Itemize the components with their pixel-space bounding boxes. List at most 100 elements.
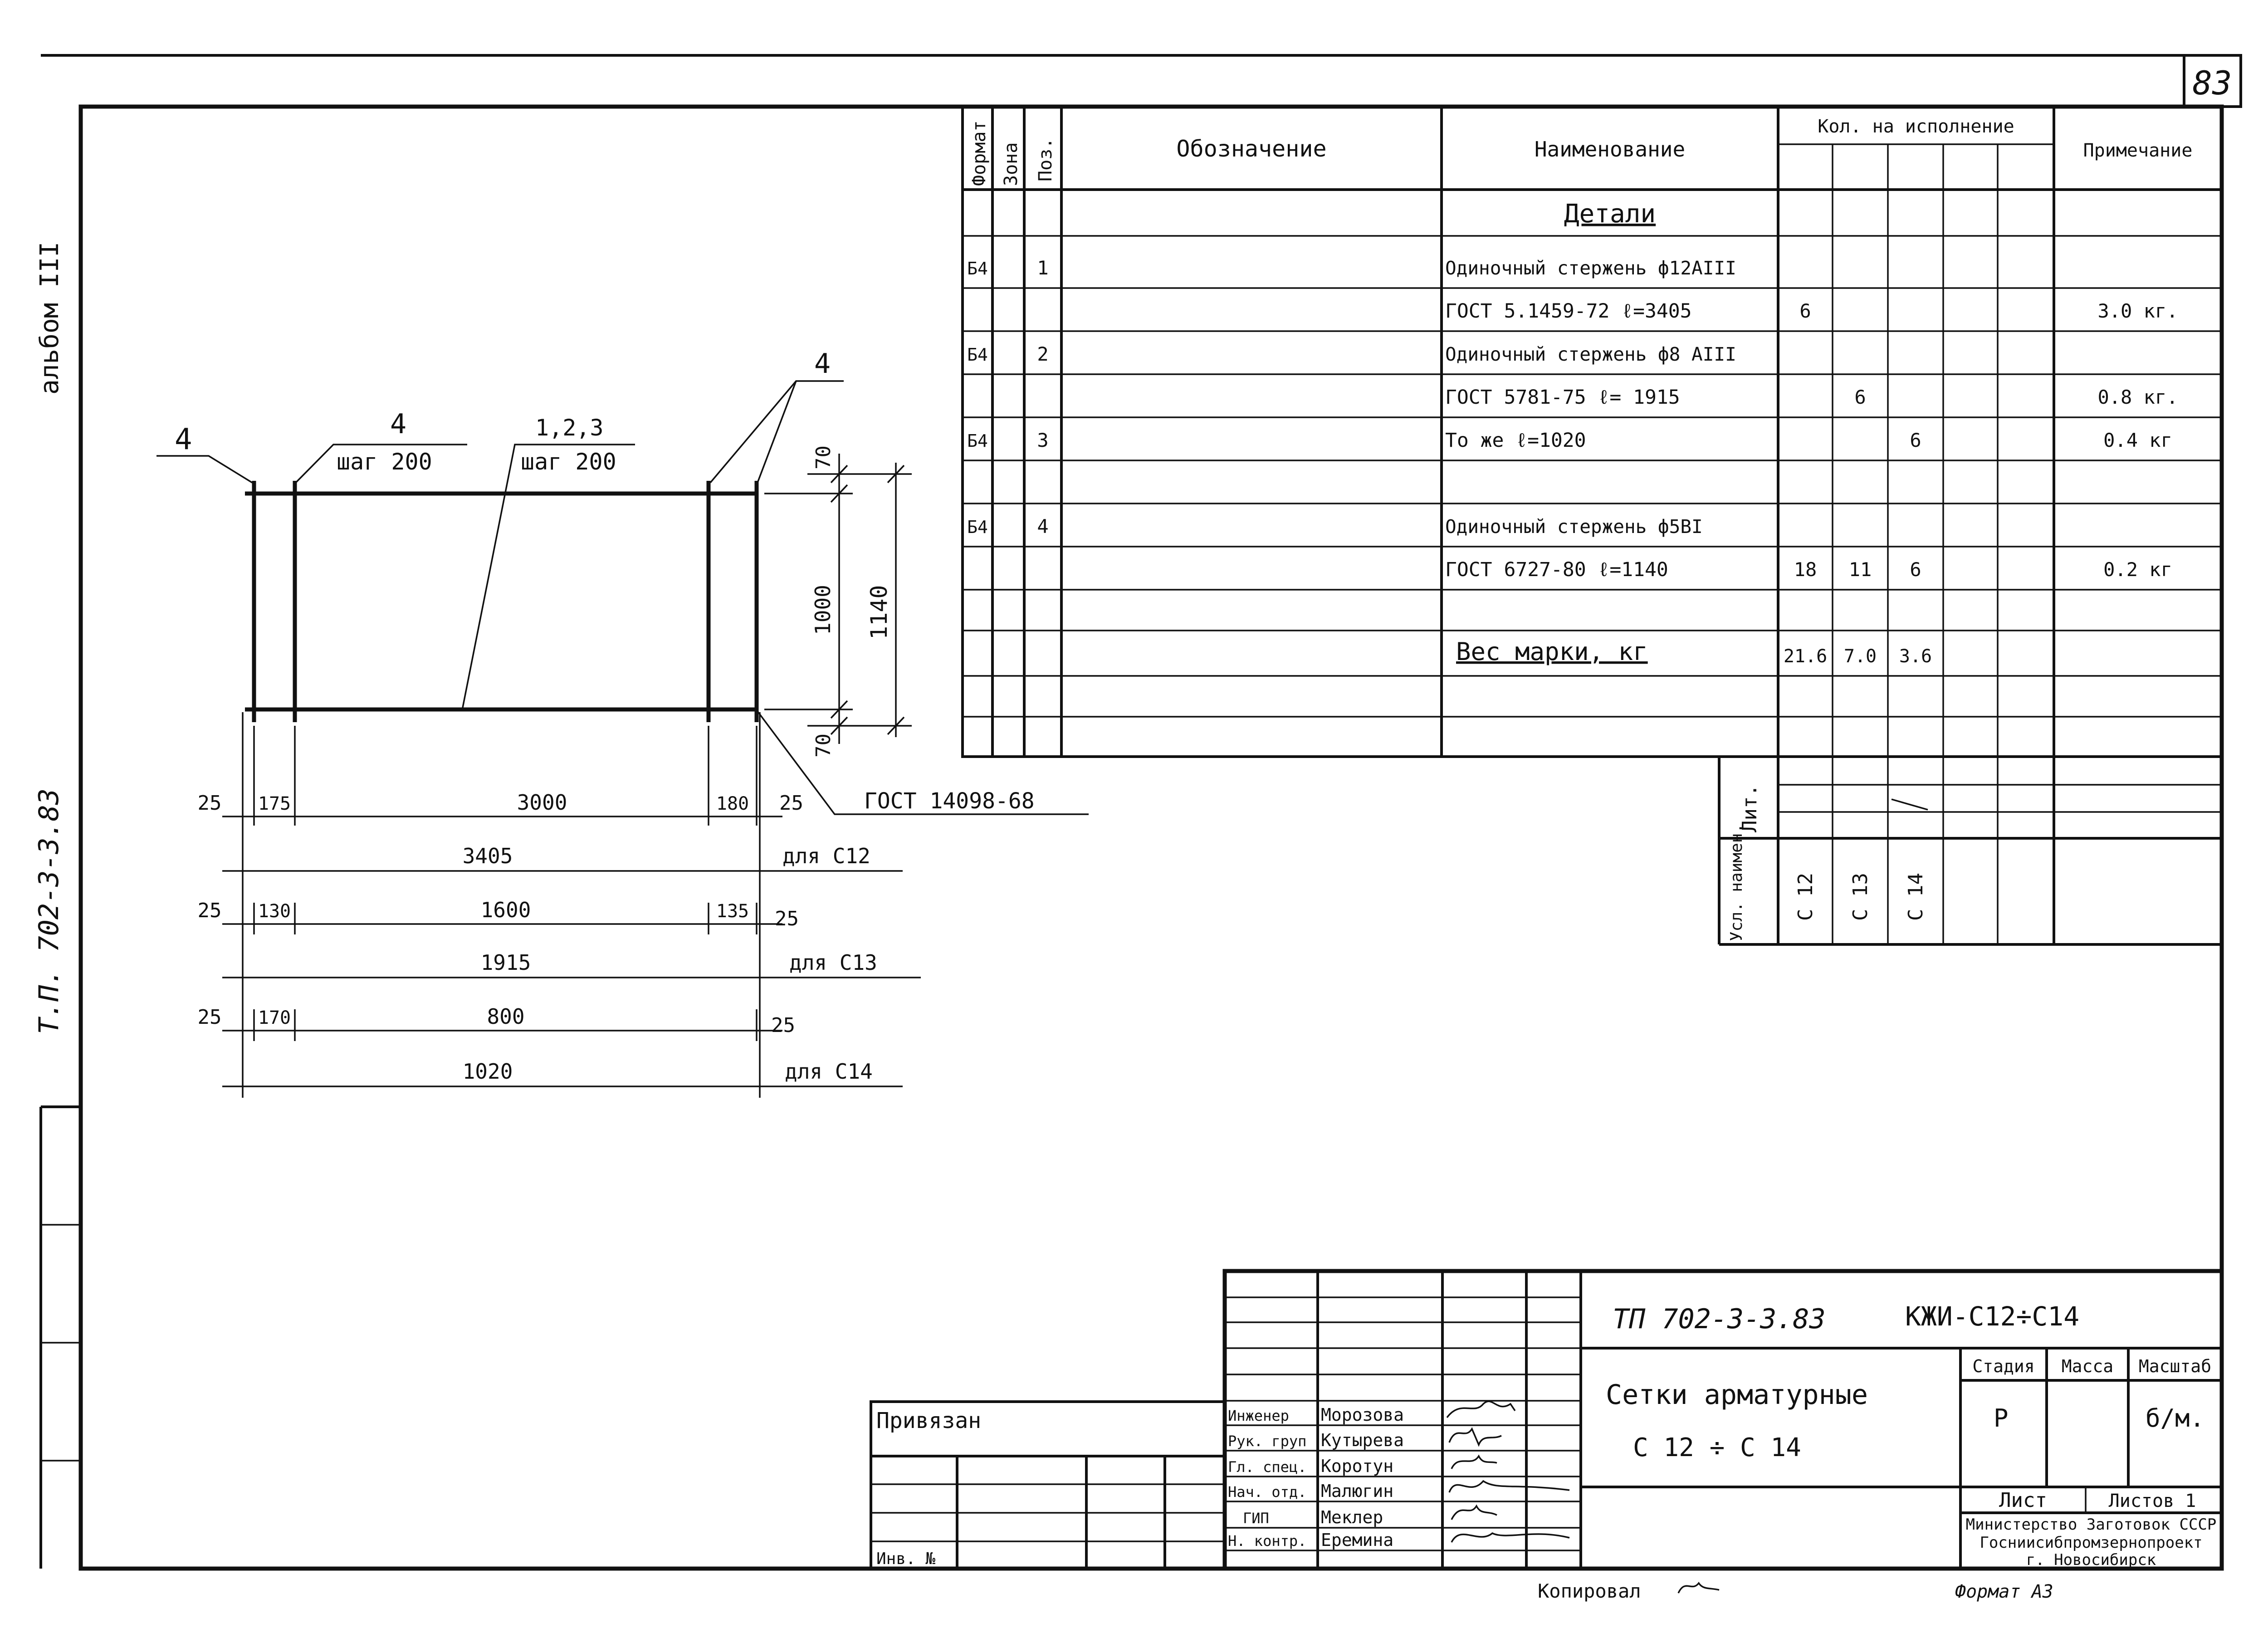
person-eremina: Еремина bbox=[1321, 1530, 1393, 1550]
c12-left: 25 bbox=[198, 792, 222, 815]
doc-title-line1: Сетки арматурные bbox=[1606, 1379, 1868, 1411]
mass-label: Масса bbox=[2062, 1356, 2113, 1376]
copied-by: Копировал bbox=[1538, 1580, 1641, 1602]
header-pos: Поз. bbox=[1035, 138, 1056, 181]
role-dept-head: Нач. отд. bbox=[1228, 1483, 1306, 1501]
row1-format: Б4 bbox=[967, 259, 988, 279]
tick bbox=[830, 465, 848, 484]
c13-total: 1915 bbox=[481, 950, 531, 975]
scale-value: б/м. bbox=[2146, 1404, 2204, 1433]
c12-a: 175 bbox=[258, 793, 291, 814]
row2b-qty2: 6 bbox=[1854, 386, 1866, 408]
weight-c14: 3.6 bbox=[1899, 646, 1932, 667]
label-123: 1,2,3 bbox=[535, 415, 604, 441]
person-mekler: Меклер bbox=[1321, 1507, 1383, 1527]
mark-c13: С 13 bbox=[1849, 873, 1872, 921]
doc-mark: КЖИ-С12÷С14 bbox=[1905, 1301, 2079, 1332]
weight-c12: 21.6 bbox=[1784, 646, 1827, 667]
scale-label: Масштаб bbox=[2139, 1356, 2211, 1376]
role-engineer: Инженер bbox=[1228, 1407, 1289, 1424]
row2-format: Б4 bbox=[967, 345, 988, 365]
c13-a: 130 bbox=[258, 901, 291, 922]
row4b-note: 0.2 кг bbox=[2103, 558, 2172, 581]
signature-mark bbox=[1448, 1427, 1502, 1447]
mark-c12: С 12 bbox=[1794, 873, 1817, 921]
org-line1: Министерство Заготовок СССР bbox=[1966, 1516, 2217, 1534]
row3-note: 0.4 кг bbox=[2103, 429, 2172, 451]
leader-4-step bbox=[295, 444, 467, 484]
signature-mark bbox=[1446, 1400, 1516, 1418]
tick bbox=[887, 465, 905, 484]
signature-mark bbox=[1451, 1454, 1497, 1469]
lit-block: Лит. Усл. наимен. С 12 С 13 С 14 bbox=[1718, 755, 2222, 946]
lit-label: Лит. bbox=[1738, 784, 1761, 832]
c14-total: 1020 bbox=[463, 1059, 513, 1084]
label-step-200-a: шаг 200 bbox=[337, 449, 432, 475]
row3-name: То же ℓ=1020 bbox=[1445, 429, 1586, 452]
c13-label: для С13 bbox=[789, 950, 877, 975]
row3-qty3: 6 bbox=[1910, 429, 1921, 451]
label-4-step: 4 bbox=[390, 408, 406, 440]
row4-pos: 4 bbox=[1037, 515, 1048, 538]
header-zone: Зона bbox=[1001, 142, 1022, 186]
label-4-left: 4 bbox=[175, 423, 192, 456]
label-4-right: 4 bbox=[814, 348, 831, 380]
sheet-label: Лист bbox=[1999, 1489, 2047, 1512]
role-group-head: Рук. груп bbox=[1228, 1433, 1306, 1450]
c13-b: 135 bbox=[716, 901, 749, 922]
row4b-qty2: 11 bbox=[1849, 558, 1872, 581]
person-kutyreva: Кутырева bbox=[1321, 1430, 1404, 1450]
label-step-200-b: шаг 200 bbox=[521, 449, 616, 475]
header-qty: Кол. на исполнение bbox=[1818, 116, 2014, 137]
c13-mid: 1600 bbox=[481, 898, 531, 922]
binding-label: Привязан bbox=[876, 1408, 981, 1433]
lit-block-left bbox=[1718, 755, 1778, 944]
org-line2: Госниисибпромзернопроект bbox=[1980, 1534, 2202, 1552]
row4b-qty1: 18 bbox=[1794, 558, 1817, 581]
format-label: Формат А3 bbox=[1955, 1581, 2053, 1602]
sheets-label: Листов 1 bbox=[2109, 1491, 2196, 1511]
stage-value: Р bbox=[1994, 1404, 2009, 1433]
c12-mid: 3000 bbox=[517, 790, 567, 815]
mark-c14: С 14 bbox=[1904, 873, 1927, 921]
mesh-drawing: 4 4 шаг 200 1,2,3 шаг 200 4 ГОСТ 14098-6… bbox=[156, 348, 1089, 1098]
row1-name: Одиночный стержень ф12АIII bbox=[1445, 257, 1736, 279]
dim-70-top: 70 bbox=[812, 445, 835, 469]
dim-1000: 1000 bbox=[811, 585, 835, 635]
tick bbox=[887, 716, 905, 735]
weight-label: Вес марки, кг bbox=[1456, 637, 1648, 666]
section-title-details: Детали bbox=[1564, 199, 1656, 229]
row4b-name: ГОСТ 6727-80 ℓ=1140 bbox=[1445, 558, 1668, 581]
c14-a: 170 bbox=[258, 1007, 291, 1028]
copier-signature-mark bbox=[1677, 1581, 1720, 1594]
row1-pos: 1 bbox=[1037, 257, 1048, 279]
dim-70-bottom: 70 bbox=[812, 733, 835, 758]
person-korotun: Коротун bbox=[1321, 1456, 1393, 1476]
row2b-note: 0.8 кг. bbox=[2097, 386, 2178, 408]
tick bbox=[830, 716, 848, 735]
role-gip: ГИП bbox=[1243, 1510, 1269, 1527]
title-block: Инженер Рук. груп Гл. спец. Нач. отд. ГИ… bbox=[870, 1269, 2222, 1569]
org-line3: г. Новосибирск bbox=[2026, 1551, 2156, 1569]
role-norm-control: Н. контр. bbox=[1228, 1532, 1306, 1550]
specification-table: Формат Зона Поз. Обозначение Наименовани… bbox=[961, 105, 2223, 944]
row1b-name: ГОСТ 5.1459-72 ℓ=3405 bbox=[1445, 300, 1692, 323]
leader-123 bbox=[462, 444, 635, 708]
project-code-vertical: Т.П. 702-3-3.83 bbox=[33, 788, 65, 1034]
spec-table-frame bbox=[961, 105, 2223, 758]
row4b-qty3: 6 bbox=[1910, 558, 1921, 581]
dim-1140: 1140 bbox=[866, 585, 892, 640]
signature-mark bbox=[1451, 1532, 1570, 1543]
album-label: альбом III bbox=[35, 242, 64, 395]
leader-4-left bbox=[156, 455, 253, 484]
row1b-note: 3.0 кг. bbox=[2097, 300, 2178, 322]
c12-label: для С12 bbox=[782, 844, 870, 868]
c14-mid: 800 bbox=[487, 1004, 524, 1029]
c14-label: для С14 bbox=[785, 1059, 873, 1084]
row1b-qty1: 6 bbox=[1799, 300, 1811, 322]
row2-name: Одиночный стержень ф8 АIII bbox=[1445, 343, 1736, 365]
person-morozova: Морозова bbox=[1321, 1405, 1404, 1425]
signature-mark bbox=[1448, 1480, 1570, 1493]
leader-weld bbox=[757, 710, 1089, 815]
